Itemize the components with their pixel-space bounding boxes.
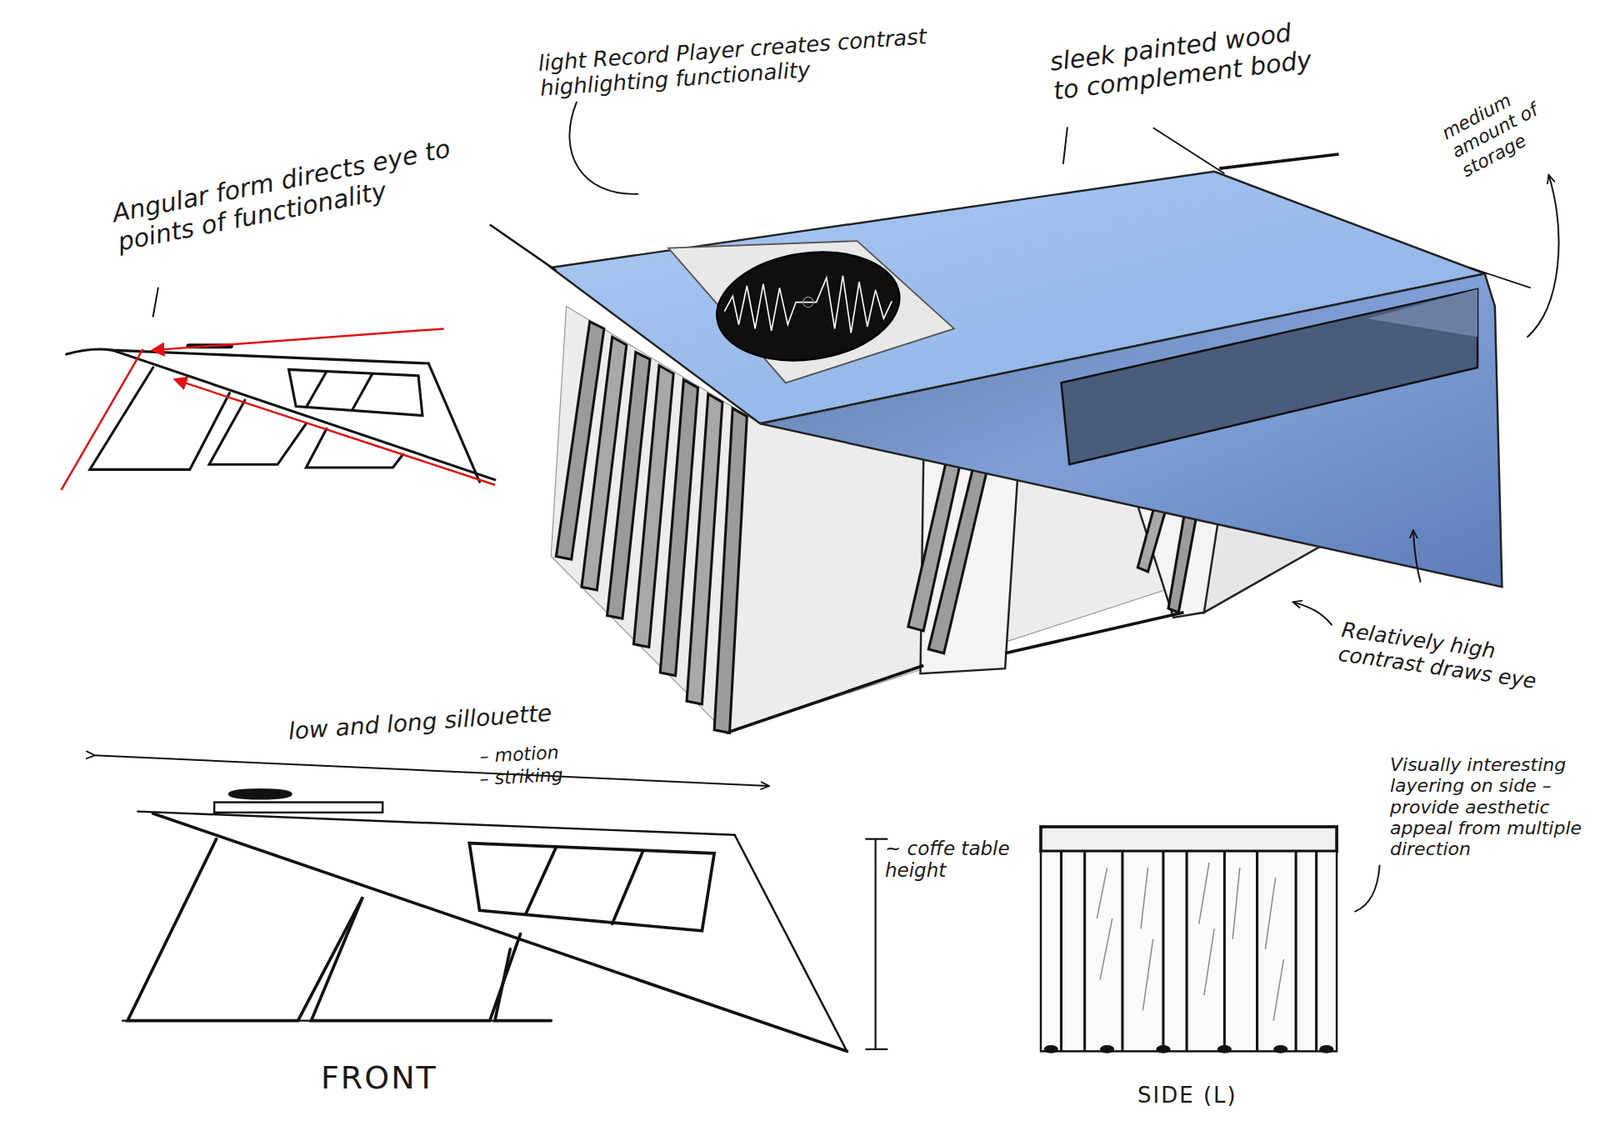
height-marker [865, 839, 888, 1050]
annotation-note: – motion [479, 741, 560, 767]
record-player [668, 240, 955, 383]
annotation-note: Angular form directs eye to points of fu… [110, 133, 465, 257]
annotation-note: Relatively high contrast draws eye [1336, 618, 1542, 694]
view-title: SIDE (L) [1137, 1083, 1238, 1109]
annotation-note: light Record Player creates contrast hig… [537, 22, 957, 102]
annotation-note: – striking [479, 764, 564, 790]
view-title: FRONT [320, 1060, 438, 1097]
leader-lines [153, 102, 1560, 912]
side-view [1040, 826, 1337, 1054]
length-arrow [94, 755, 769, 786]
annotation-note: Visually interesting layering on side – … [1390, 754, 1590, 860]
annotation-note: medium amount of storage [1438, 58, 1594, 181]
annotation-note: low and long sillouette [287, 700, 553, 745]
front-view [122, 790, 847, 1051]
eye-direction-arrows [60, 328, 495, 490]
annotation-note: sleek painted wood to complement body [1048, 15, 1329, 106]
dimension-note: ~ coffe table height [885, 837, 1027, 882]
painted-top [490, 127, 1531, 587]
